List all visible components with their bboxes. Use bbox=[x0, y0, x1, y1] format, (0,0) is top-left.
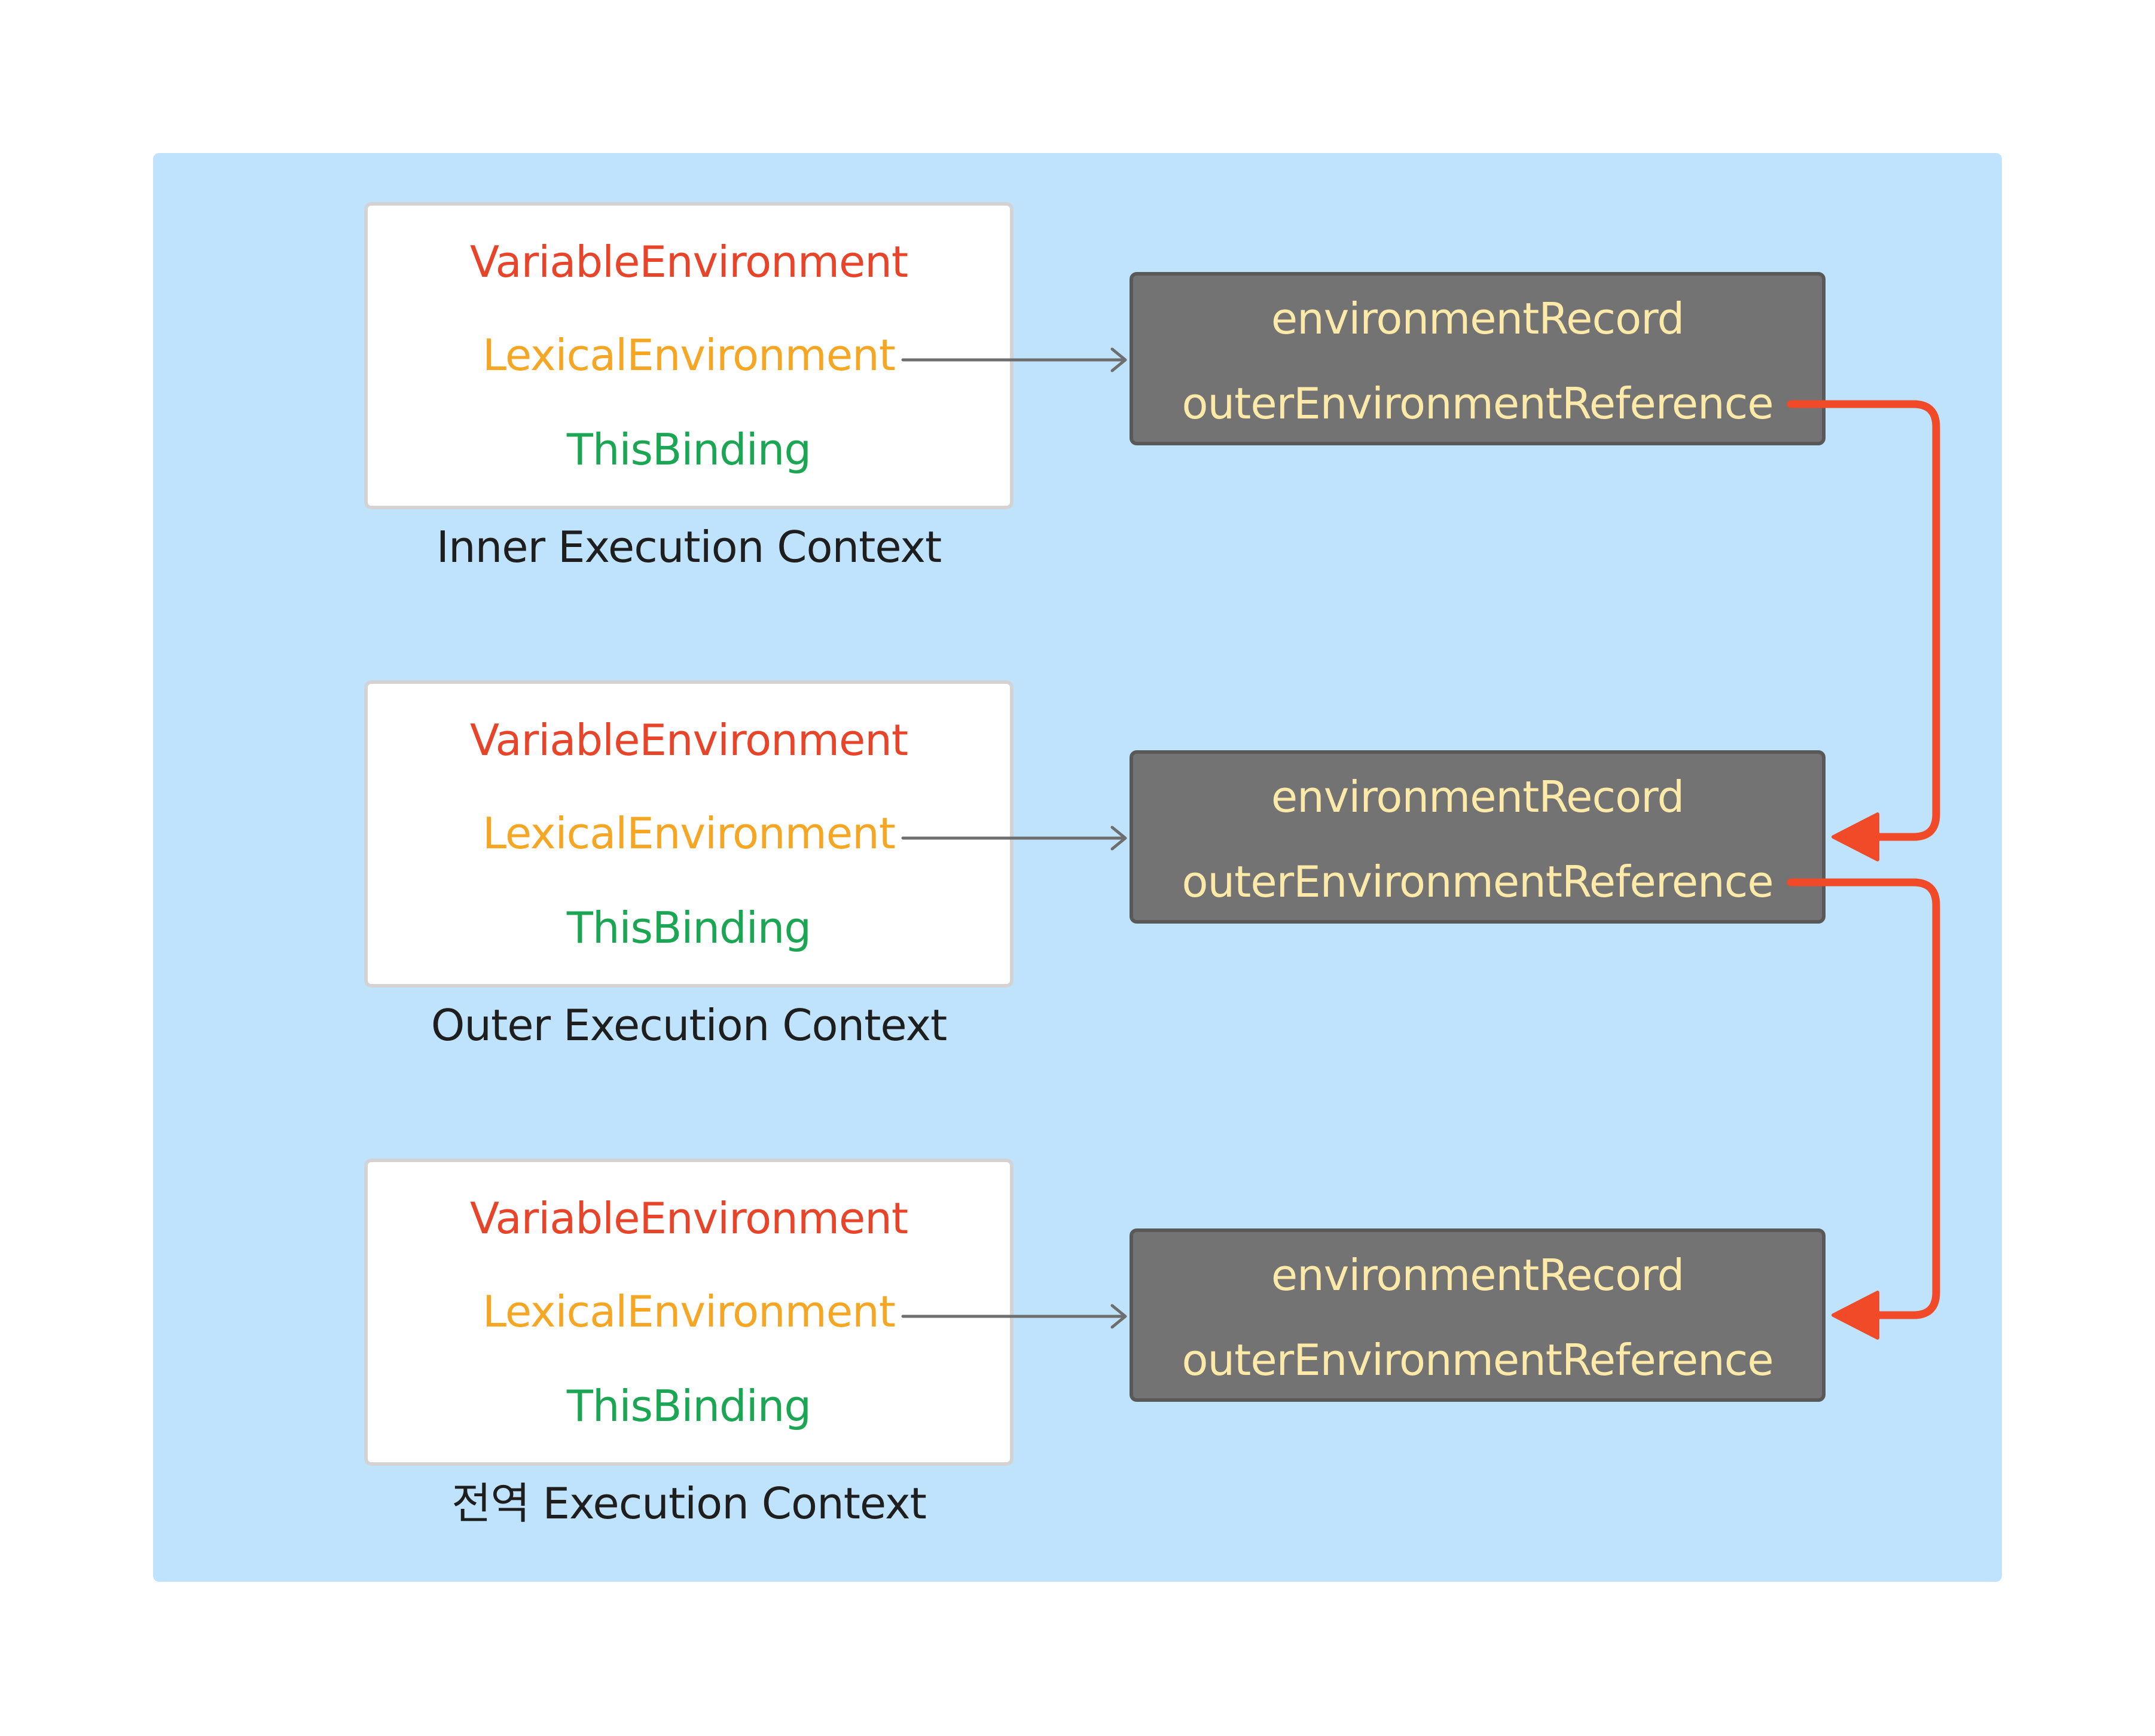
outer-reference-arrowhead-1 bbox=[1832, 812, 1879, 861]
lexical-pointer-arrow-inner bbox=[901, 347, 1127, 372]
outer-environment-reference-label: outerEnvironmentReference bbox=[1182, 857, 1774, 907]
outer-reference-arrowhead-2 bbox=[1832, 1291, 1879, 1340]
environment-record-label: environmentRecord bbox=[1271, 1250, 1684, 1300]
environment-record-label: environmentRecord bbox=[1271, 772, 1684, 822]
outer-execution-context-box: VariableEnvironment LexicalEnvironment T… bbox=[364, 680, 1014, 988]
outer-reference-arrow-inner-to-outer bbox=[1787, 400, 1940, 841]
lexical-pointer-arrow-outer bbox=[901, 826, 1127, 851]
this-binding-label: ThisBinding bbox=[566, 424, 811, 475]
lexical-environment-box-outer: environmentRecord outerEnvironmentRefere… bbox=[1130, 750, 1826, 924]
global-execution-context-box: VariableEnvironment LexicalEnvironment T… bbox=[364, 1159, 1014, 1466]
outer-reference-arrow-outer-to-global bbox=[1787, 878, 1940, 1319]
lexical-environment-box-global: environmentRecord outerEnvironmentRefere… bbox=[1130, 1228, 1826, 1402]
global-execution-context-caption: 전역 Execution Context bbox=[451, 1478, 927, 1529]
this-binding-label: ThisBinding bbox=[566, 1381, 811, 1431]
variable-environment-label: VariableEnvironment bbox=[469, 1193, 908, 1243]
variable-environment-label: VariableEnvironment bbox=[469, 715, 908, 765]
lexical-environment-label: LexicalEnvironment bbox=[483, 808, 896, 858]
lexical-environment-label: LexicalEnvironment bbox=[483, 1286, 896, 1337]
environment-record-label: environmentRecord bbox=[1271, 294, 1684, 344]
inner-execution-context-caption: Inner Execution Context bbox=[436, 522, 942, 572]
outer-environment-reference-label: outerEnvironmentReference bbox=[1182, 1335, 1774, 1385]
variable-environment-label: VariableEnvironment bbox=[469, 237, 908, 287]
this-binding-label: ThisBinding bbox=[566, 903, 811, 953]
lexical-environment-label: LexicalEnvironment bbox=[483, 330, 896, 380]
outer-environment-reference-label: outerEnvironmentReference bbox=[1182, 378, 1774, 429]
inner-execution-context-box: VariableEnvironment LexicalEnvironment T… bbox=[364, 202, 1014, 509]
outer-execution-context-caption: Outer Execution Context bbox=[431, 1000, 948, 1050]
lexical-pointer-arrow-global bbox=[901, 1304, 1127, 1329]
lexical-environment-box-inner: environmentRecord outerEnvironmentRefere… bbox=[1130, 272, 1826, 445]
